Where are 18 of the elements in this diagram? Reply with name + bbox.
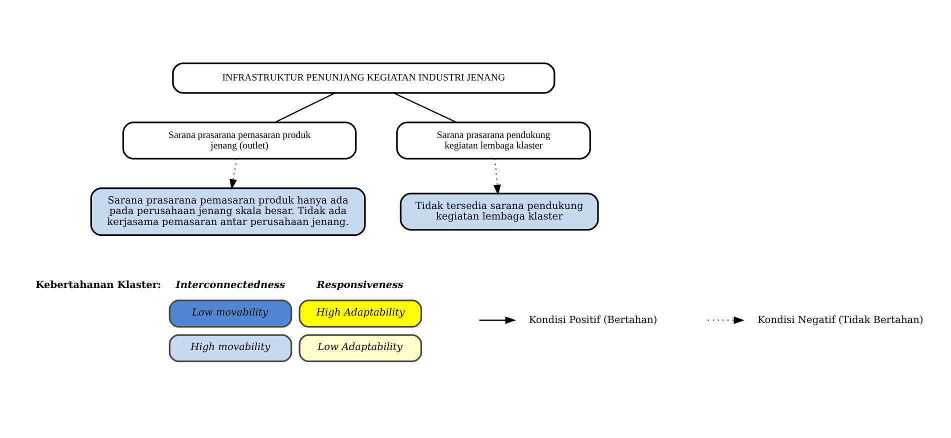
arrow — [493, 158, 501, 195]
legend-label: High Adaptability — [316, 306, 405, 318]
node-box: Sarana prasarana pemasaran produk jenang (outlet) — [122, 121, 357, 159]
legend-label: Kondisi Positif (Bertahan) — [528, 314, 658, 326]
legend-label: Kondisi Negatif (Tidak Bertahan) — [758, 314, 924, 326]
legend-label: High movability — [190, 341, 270, 352]
label: Interconnectedness — [176, 279, 286, 290]
node-box: Tidak tersedia sarana pendukung kegiatan lembaga klaster — [400, 192, 599, 230]
node-box: Sarana prasarana pendukung kegiatan lembaga klaster — [396, 121, 592, 159]
label: Kebertahanan Klaster: — [36, 279, 162, 290]
legend-label: Low movability — [192, 306, 268, 318]
connector — [394, 92, 457, 123]
legend-label: Low Adaptability — [318, 341, 402, 352]
node-box: INFRASTRUKTUR PENUNJANG KEGIATAN INDUSTRI JENANG — [172, 62, 556, 94]
node-box: Sarana prasarana pemasaran produk hanya ada pada perusahaan jenang skala besar. Tidak ada kerjasama pemasaran antar perusahaan jenang. — [90, 186, 366, 236]
connector — [274, 92, 336, 123]
arrow — [230, 158, 238, 190]
label: Responsiveness — [316, 279, 404, 290]
